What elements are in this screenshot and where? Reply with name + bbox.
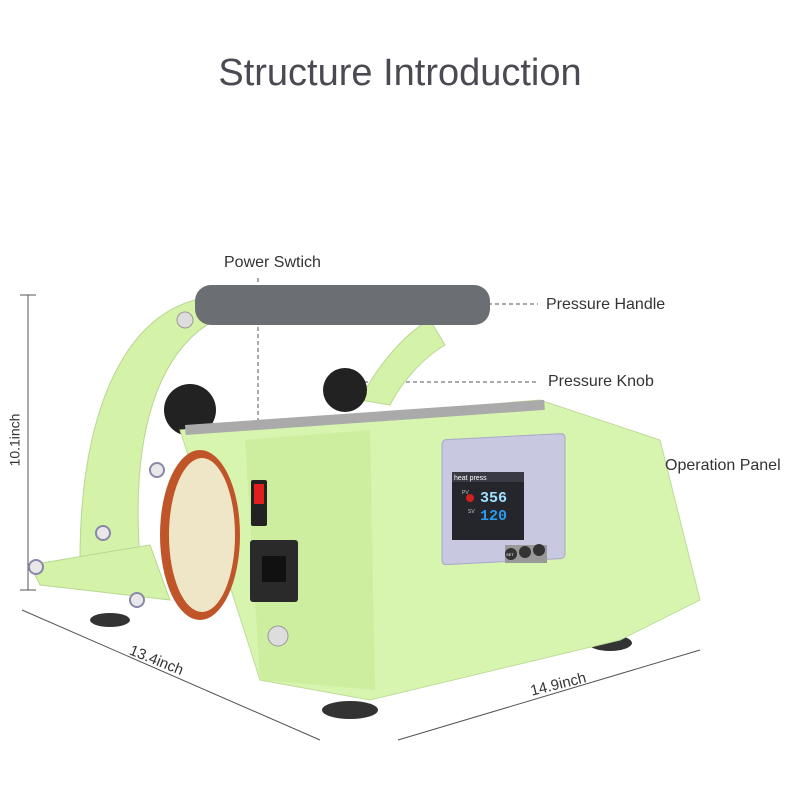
page-title: Structure Introduction bbox=[218, 52, 582, 94]
pressure-knob[interactable] bbox=[323, 368, 367, 412]
press-arm bbox=[79, 299, 216, 561]
set-label: SET bbox=[506, 552, 514, 557]
sv-display: 120 bbox=[480, 508, 507, 525]
sv-label: SV bbox=[468, 509, 475, 515]
up-button[interactable] bbox=[519, 546, 531, 558]
set-button[interactable] bbox=[505, 548, 517, 560]
dimension-height: 10.1inch bbox=[6, 413, 23, 467]
operation-panel bbox=[441, 433, 566, 566]
callout-pressure-knob: Pressure Knob bbox=[548, 373, 654, 390]
callout-pressure-handle: Pressure Handle bbox=[546, 296, 666, 313]
pressure-handle[interactable] bbox=[195, 285, 490, 325]
dimension-lines bbox=[20, 294, 701, 741]
pv-display: 356 bbox=[480, 490, 507, 507]
callout-operation-panel: Operation Panel bbox=[665, 457, 781, 474]
pv-label: PV bbox=[462, 490, 469, 496]
callout-power-switch: Power Swtich bbox=[224, 254, 321, 271]
panel-brand: heat press bbox=[454, 475, 487, 482]
pressure-knob-left[interactable] bbox=[164, 384, 216, 436]
down-button[interactable] bbox=[533, 544, 545, 556]
